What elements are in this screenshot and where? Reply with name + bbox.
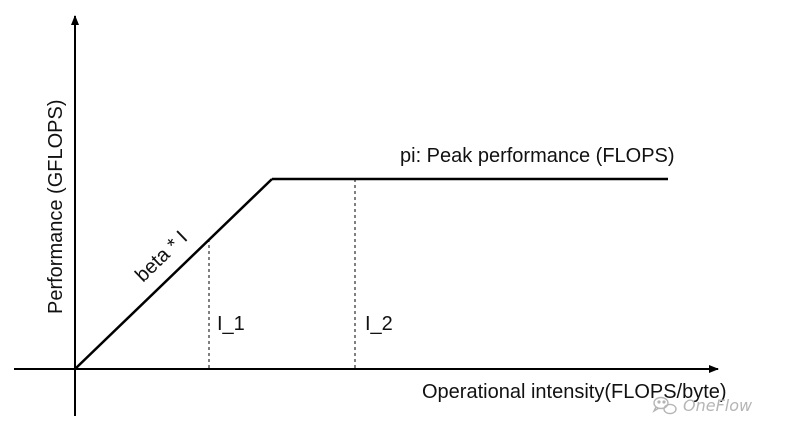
slope-label: beta * I [131, 227, 192, 287]
y-axis-label: Performance (GFLOPS) [45, 99, 67, 314]
peak-performance-label: pi: Peak performance (FLOPS) [400, 145, 675, 167]
slope-line [74, 178, 273, 370]
marker-1-label: I_1 [217, 313, 245, 335]
marker-2-label: I_2 [365, 313, 393, 335]
watermark-text: OneFlow [683, 396, 753, 415]
wechat-icon [652, 396, 677, 415]
x-axis-label: Operational intensity(FLOPS/byte) [422, 381, 727, 403]
